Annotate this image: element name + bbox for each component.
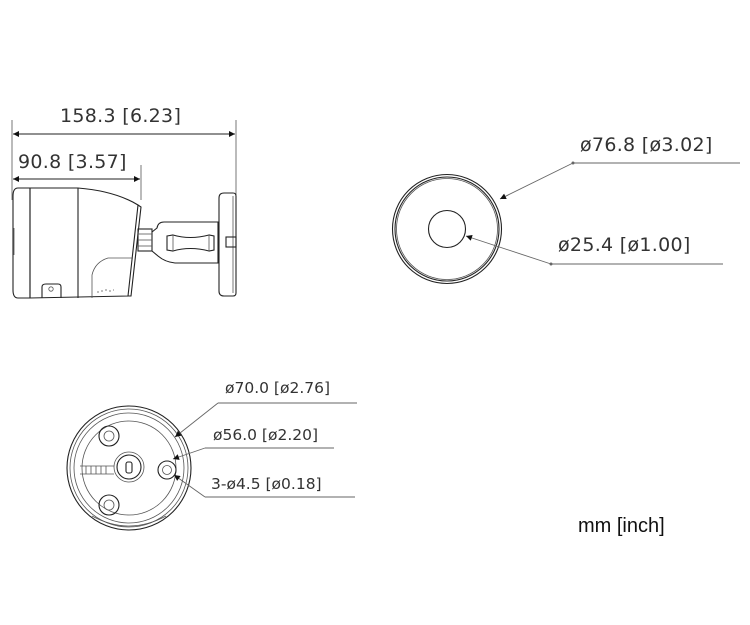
front-outer-diameter-label: ø76.8 [ø3.02] <box>580 134 713 156</box>
screw-boss <box>157 460 177 480</box>
body-length-label: 90.8 [3.57] <box>18 151 127 173</box>
screw-boss <box>98 425 120 447</box>
mount-base-view: ø70.0 [ø2.76] ø56.0 [ø2.20] 3-ø4.5 [ø0.1… <box>66 379 357 531</box>
base-outer-diameter-label: ø70.0 [ø2.76] <box>225 379 330 397</box>
front-view: ø76.8 [ø3.02] ø25.4 [ø1.00] <box>391 134 740 285</box>
side-view: 158.3 [6.23] 90.8 [3.57] <box>11 105 237 299</box>
camera-body-side <box>12 187 142 299</box>
mount-bracket-side <box>137 192 237 297</box>
base-mounting-holes-label: 3-ø4.5 [ø0.18] <box>211 475 322 493</box>
units-label: mm [inch] <box>578 515 665 537</box>
lens-circle <box>427 209 467 249</box>
base-hole-circle-label: ø56.0 [ø2.20] <box>213 426 318 444</box>
front-lens-diameter-label: ø25.4 [ø1.00] <box>558 234 691 256</box>
overall-length-label: 158.3 [6.23] <box>60 105 181 127</box>
screw-boss <box>98 494 120 516</box>
